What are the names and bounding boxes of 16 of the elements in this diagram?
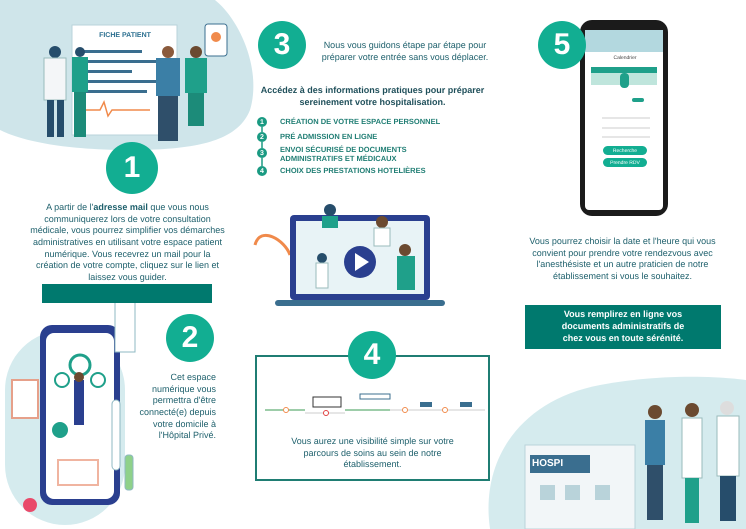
step-number: 4 <box>348 331 396 379</box>
paragraph: Vous pourrez choisir la date et l'heure qui vous convient pour prendre votre rendezvous avec l'anesthésiste et un autre praticien de notre établissement si vous le souhaitez. <box>528 236 717 283</box>
connector-line <box>261 158 263 166</box>
step-number: 5 <box>538 21 586 69</box>
paragraph: Nous vous guidons étape par étape pour préparer votre entrée sans vous déplacer. <box>320 40 490 64</box>
connector-line <box>261 127 263 132</box>
link-bar <box>42 284 212 303</box>
heading: Accédez à des informations pratiques pour préparer sereinement votre hospitalisation. <box>260 85 486 108</box>
connector-line <box>261 142 263 148</box>
paragraph: Cet espace numérique vous permettra d'être connecté(e) depuis votre domicile à l'Hôpital Privé. <box>138 372 216 442</box>
info-panel: Vous remplirez en ligne vos documents administratifs de chez vous en toute sérénité. <box>525 305 721 349</box>
step-number: 2 <box>166 314 214 362</box>
step-number: 1 <box>106 142 158 194</box>
step-number: 3 <box>258 21 306 69</box>
building-sign: HOSPI <box>532 457 564 471</box>
paragraph: A partir de l'adresse mail que vous nous communiquerez lors de votre consultation médicale, vous pourrez simplifier vos démarches administratives en utilisant votre espace patient numérique. Vous recevrez un mail pour la création de votre compte, cliquez sur le lien et laissez vous guider. <box>30 202 225 284</box>
